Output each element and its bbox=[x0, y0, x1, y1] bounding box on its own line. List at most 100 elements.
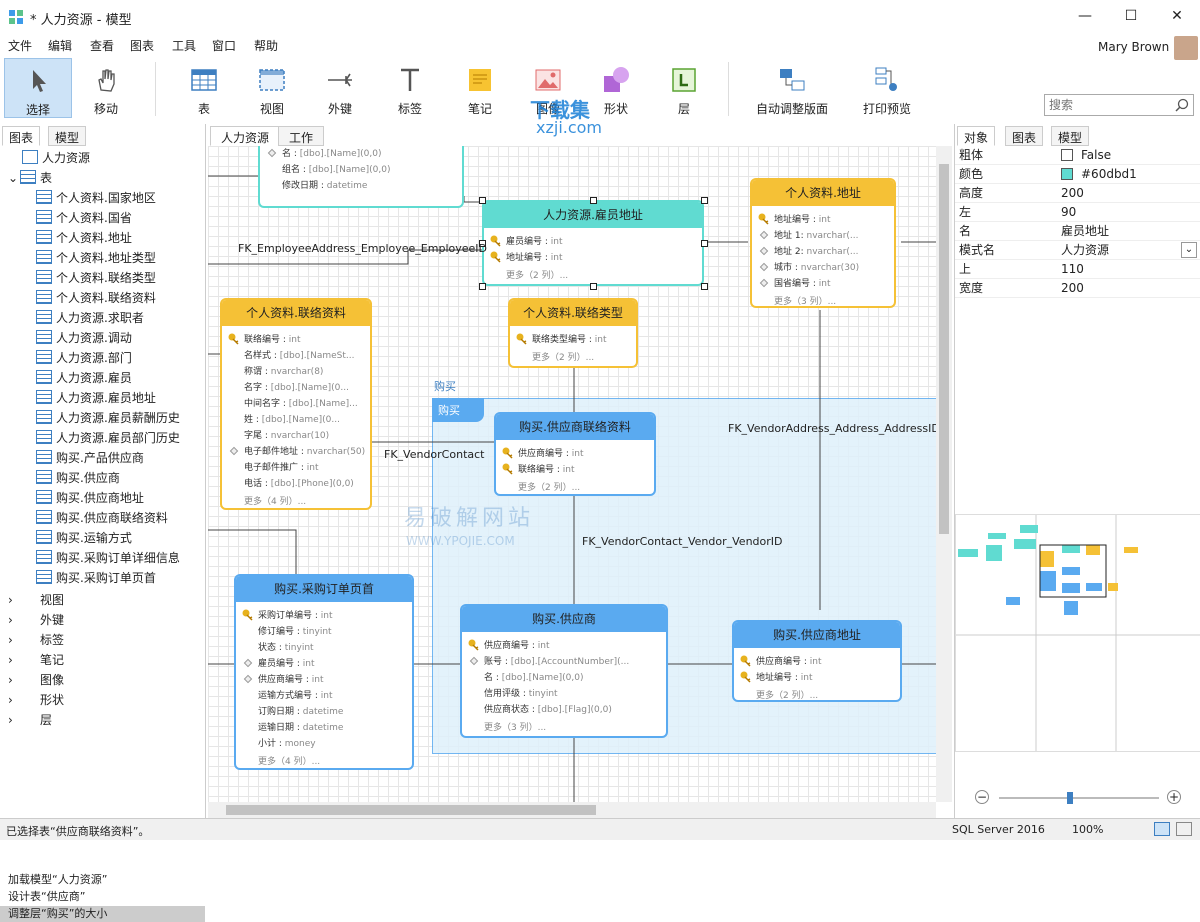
entity-field[interactable]: 名字 : [dbo].[Name](0... bbox=[244, 380, 349, 393]
table-tool-button[interactable]: 表 bbox=[170, 58, 238, 118]
tree-item-layer[interactable]: ›层 bbox=[8, 710, 52, 730]
tab-diagram[interactable]: 图表 bbox=[2, 126, 41, 146]
more-columns-link[interactable]: 更多（2 列）... bbox=[518, 483, 581, 493]
avatar[interactable] bbox=[1174, 36, 1198, 60]
horizontal-scroll-thumb[interactable] bbox=[226, 805, 596, 815]
entity-field[interactable]: 中间名字 : [dbo].[Name]... bbox=[244, 396, 358, 409]
selection-handle[interactable] bbox=[479, 197, 486, 204]
tree-item-table[interactable]: 个人资料.国省 bbox=[36, 208, 132, 228]
entity-field[interactable]: 账号 : [dbo].[AccountNumber](... bbox=[484, 654, 629, 667]
entity-field[interactable]: 联络编号 : int bbox=[518, 462, 575, 475]
tab-object[interactable]: 对象 bbox=[957, 126, 996, 146]
entity-field[interactable]: 小计 : money bbox=[258, 736, 316, 749]
entity-field[interactable]: 采购订单编号 : int bbox=[258, 608, 333, 621]
minimize-button[interactable]: — bbox=[1078, 8, 1092, 24]
entity-field[interactable]: 供应商编号 : int bbox=[518, 446, 584, 459]
entity-field[interactable]: 联络类型编号 : int bbox=[532, 332, 607, 345]
zoom-slider-thumb[interactable] bbox=[1067, 792, 1073, 804]
entity-field[interactable]: 订购日期 : datetime bbox=[258, 704, 343, 717]
tree-item-view[interactable]: ›视图 bbox=[8, 590, 64, 610]
entity-field[interactable]: 电子邮件推广 : int bbox=[244, 460, 319, 473]
move-tool-button[interactable]: 移动 bbox=[72, 58, 140, 118]
tree-item-tables[interactable]: ⌄表 bbox=[8, 168, 52, 188]
tree-item-table[interactable]: 人力资源.雇员地址 bbox=[36, 388, 156, 408]
zoom-slider[interactable] bbox=[999, 797, 1159, 799]
entity-field[interactable]: 雇员编号 : int bbox=[506, 234, 563, 247]
entity-field[interactable]: 字尾 : nvarchar(10) bbox=[244, 428, 329, 441]
search-box[interactable] bbox=[1044, 94, 1194, 116]
fk-label[interactable]: FK_VendorContact_Vendor_VendorID bbox=[582, 535, 783, 548]
tree-item-foreign-key[interactable]: ›外键 bbox=[8, 610, 64, 630]
entity-field[interactable]: 修订编号 : tinyint bbox=[258, 624, 332, 637]
search-icon[interactable] bbox=[1175, 98, 1189, 112]
property-row[interactable]: 名雇员地址 bbox=[955, 222, 1200, 241]
tree-item-text[interactable]: ›标签 bbox=[8, 630, 64, 650]
entity-field[interactable]: 国省编号 : int bbox=[774, 276, 831, 289]
tree-item-table[interactable]: 购买.运输方式 bbox=[36, 528, 132, 548]
tab-model[interactable]: 模型 bbox=[48, 126, 87, 146]
chevron-down-icon[interactable]: ⌄ bbox=[1181, 242, 1197, 258]
bold-checkbox[interactable] bbox=[1061, 149, 1073, 161]
diagram-canvas[interactable]: 购买 购买 名 : [dbo].[Name](0,0)组名 : [dbo].[N… bbox=[208, 146, 936, 802]
horizontal-scrollbar[interactable] bbox=[208, 802, 936, 818]
selection-handle[interactable] bbox=[590, 283, 597, 290]
more-columns-link[interactable]: 更多（4 列）... bbox=[258, 757, 321, 767]
tab-diagram-props[interactable]: 图表 bbox=[1005, 126, 1044, 146]
entity-field[interactable]: 供应商状态 : [dbo].[Flag](0,0) bbox=[484, 702, 612, 715]
tree-item-table[interactable]: 购买.供应商 bbox=[36, 468, 120, 488]
more-columns-link[interactable]: 更多（3 列）... bbox=[774, 297, 837, 307]
tree-item-table[interactable]: 人力资源.求职者 bbox=[36, 308, 144, 328]
property-row[interactable]: ⌄模式名人力资源 bbox=[955, 241, 1200, 260]
print-preview-button[interactable]: 打印预览 bbox=[852, 58, 922, 118]
tree-item-table[interactable]: 购买.供应商联络资料 bbox=[36, 508, 168, 528]
tree-item-table[interactable]: 人力资源.调动 bbox=[36, 328, 132, 348]
entity-field[interactable]: 供应商编号 : int bbox=[258, 672, 324, 685]
entity-field[interactable]: 地址编号 : int bbox=[756, 670, 813, 683]
entity-field[interactable]: 名样式 : [dbo].[NameSt... bbox=[244, 348, 354, 361]
menu-edit[interactable]: 编辑 bbox=[48, 39, 73, 53]
menu-window[interactable]: 窗口 bbox=[212, 39, 237, 53]
tree-item-table[interactable]: 人力资源.部门 bbox=[36, 348, 132, 368]
entity-field[interactable]: 地址 2: nvarchar(... bbox=[774, 244, 859, 257]
selection-handle[interactable] bbox=[701, 283, 708, 290]
tree-item-table[interactable]: 个人资料.联络资料 bbox=[36, 288, 156, 308]
vertical-scroll-thumb[interactable] bbox=[939, 164, 949, 534]
image-tool-button[interactable]: 图像 bbox=[514, 58, 582, 118]
entity-field[interactable]: 信用评级 : tinyint bbox=[484, 686, 558, 699]
search-input[interactable] bbox=[1049, 96, 1169, 114]
tree-item-table[interactable]: 购买.采购订单详细信息 bbox=[36, 548, 180, 568]
menu-tools[interactable]: 工具 bbox=[172, 39, 197, 53]
fk-label[interactable]: FK_EmployeeAddress_Employee_EmployeeID bbox=[238, 242, 487, 255]
entity-field[interactable]: 地址 1: nvarchar(... bbox=[774, 228, 859, 241]
fk-label[interactable]: FK_VendorAddress_Address_AddressID bbox=[728, 422, 936, 435]
tree-item-table[interactable]: 人力资源.雇员部门历史 bbox=[36, 428, 180, 448]
select-tool-button[interactable]: 选择 bbox=[4, 58, 72, 118]
entity-field[interactable]: 联络编号 : int bbox=[244, 332, 301, 345]
fk-label[interactable]: FK_VendorContact bbox=[384, 448, 485, 461]
navigator-minimap[interactable] bbox=[955, 514, 1200, 752]
property-row[interactable]: 颜色#60dbd1 bbox=[955, 165, 1200, 184]
more-columns-link[interactable]: 更多（2 列）... bbox=[506, 271, 569, 281]
tree-item-image[interactable]: ›图像 bbox=[8, 670, 64, 690]
vertical-scrollbar[interactable] bbox=[936, 146, 952, 802]
tab-work[interactable]: 工作 bbox=[278, 126, 325, 146]
shape-tool-button[interactable]: 形状 bbox=[582, 58, 650, 118]
more-columns-link[interactable]: 更多（4 列）... bbox=[244, 497, 307, 507]
entity-field[interactable]: 运输日期 : datetime bbox=[258, 720, 343, 733]
page-view-button[interactable] bbox=[1176, 822, 1192, 836]
label-tool-button[interactable]: 标签 bbox=[376, 58, 444, 118]
more-columns-link[interactable]: 更多（2 列）... bbox=[532, 353, 595, 363]
entity-field[interactable]: 称谓 : nvarchar(8) bbox=[244, 364, 323, 377]
entity-field[interactable]: 名 : [dbo].[Name](0,0) bbox=[282, 146, 382, 159]
entity-field[interactable]: 供应商编号 : int bbox=[756, 654, 822, 667]
tree-item-note[interactable]: ›笔记 bbox=[8, 650, 64, 670]
tree-item-shape[interactable]: ›形状 bbox=[8, 690, 64, 710]
entity-field[interactable]: 名 : [dbo].[Name](0,0) bbox=[484, 670, 584, 683]
